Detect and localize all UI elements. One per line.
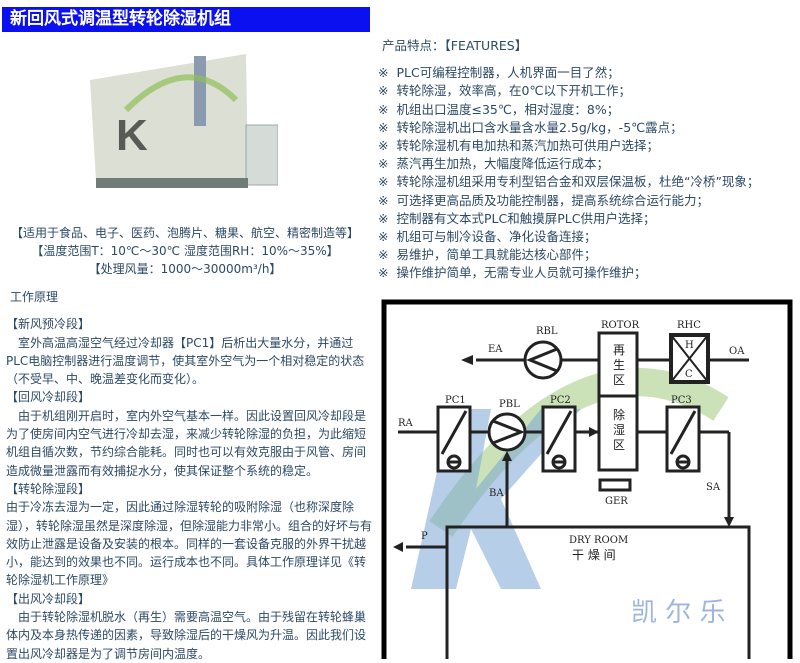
feature-text: 转轮除湿机组采用专利型铝合金和双层保温板，杜绝“冷桥”现象； xyxy=(396,174,760,190)
watermark-text: 凯 尔 乐 xyxy=(631,598,726,628)
application-captions: 【适用于食品、电子、医药、泡腾片、糖果、航空、精密制造等】 【温度范围T：10℃… xyxy=(0,224,370,278)
feature-text: PLC可编程控制器，人机界面一目了然； xyxy=(396,65,620,81)
feature-item: ※ 机组可与制冷设备、净化设备连接； xyxy=(378,228,798,246)
feature-item: ※ 转轮除湿机组采用专利型铝合金和双层保温板，杜绝“冷桥”现象； xyxy=(378,173,798,191)
dry-room xyxy=(445,525,751,663)
rotor xyxy=(597,331,639,472)
section-precool-text: 室外高温高湿空气经过冷却器【PC1】后析出大量水分，并通过PLC电脑控制器进行温… xyxy=(6,335,365,387)
feature-item: ※ 可选择更高品质及功能控制器，提高系统综合运行能力； xyxy=(378,192,798,210)
bullet-icon: ※ xyxy=(378,192,389,208)
section-outlet-text: 由于转轮除湿机脱水（再生）需要高温空气。由于残留在转轮蜂巢体内及本身热传递的因素… xyxy=(6,610,367,661)
section-rotor-title: 【转轮除湿段】 xyxy=(6,481,91,496)
bullet-icon: ※ xyxy=(378,229,389,245)
label-p: P xyxy=(421,531,428,542)
bullet-icon: ※ xyxy=(378,265,389,281)
section-return-title: 【回风冷却段】 xyxy=(6,390,91,405)
feature-text: 转轮除湿，效率高，在0℃以下开机工作； xyxy=(396,83,631,99)
label-pbl: PBL xyxy=(499,399,520,410)
bullet-icon: ※ xyxy=(378,247,389,263)
label-regen-3: 区 xyxy=(613,373,625,387)
label-ea: EA xyxy=(488,344,503,355)
label-regen-2: 生 xyxy=(613,358,625,372)
label-rbl: RBL xyxy=(536,326,558,337)
feature-text: 操作维护简单，无需专业人员就可操作维护； xyxy=(396,265,647,281)
label-dehum-3: 区 xyxy=(613,438,625,452)
label-regen-1: 再 xyxy=(613,343,625,357)
ger-unit xyxy=(598,478,632,492)
caption-ranges: 【温度范围T：10℃～30℃ 湿度范围RH：10%～35%】 xyxy=(31,244,339,258)
feature-item: ※ 操作维护简单，无需专业人员就可操作维护； xyxy=(378,264,798,282)
bullet-icon: ※ xyxy=(378,101,389,117)
section-rotor-text: 由于冷冻去湿为一定，因此通过除湿转轮的吸附除湿（也称深度除湿），转轮除湿虽然是深… xyxy=(6,500,373,588)
watermark-arc xyxy=(429,368,729,537)
label-dehum-2: 湿 xyxy=(613,422,625,437)
feature-text: 机组可与制冷设备、净化设备连接； xyxy=(396,229,597,245)
features-heading: 产品特点：【FEATURES】 xyxy=(382,38,528,53)
product-photo: K xyxy=(86,50,279,206)
label-ba: BA xyxy=(489,488,504,499)
bullet-icon: ※ xyxy=(378,138,389,154)
feature-text: 转轮除湿机出口含水量含水量2.5g/kg，-5℃露点； xyxy=(396,119,683,135)
label-c: C xyxy=(685,369,693,380)
section-precool-title: 【新风预冷段】 xyxy=(6,317,91,332)
feature-item: ※ 蒸汽再生加热，大幅度降低运行成本； xyxy=(378,155,798,173)
label-pc3: PC3 xyxy=(671,395,692,406)
cooling-coil-pc3 xyxy=(665,405,701,473)
bullet-icon: ※ xyxy=(378,65,389,81)
rbl-fan-icon xyxy=(523,340,563,380)
rhc-heater xyxy=(669,333,710,384)
cooling-coil-pc2 xyxy=(541,405,577,473)
caption-airflow: 【处理风量：1000～30000m³/h】 xyxy=(88,262,282,276)
page-title: 新回风式调温型转轮除湿机组 xyxy=(2,7,370,32)
feature-text: 机组出口温度≤35℃，相对湿度：8%； xyxy=(396,101,620,117)
cooling-coil-pc1 xyxy=(436,405,472,473)
feature-text: 控制器有文本式PLC和触摸屏PLC供用户选择； xyxy=(396,210,656,226)
label-h: H xyxy=(685,340,694,351)
feature-item: ※ 易维护，简单工具就能达核心部件； xyxy=(378,246,798,264)
label-ra: RA xyxy=(398,418,414,429)
feature-item: ※ 转轮除湿机有电加热和蒸汽加热可供用户选择； xyxy=(378,137,798,155)
section-outlet-title: 【出风冷却段】 xyxy=(6,591,91,606)
label-dehum-1: 除 xyxy=(613,407,625,422)
pbl-fan-icon xyxy=(487,412,527,452)
label-dry-room-en: DRY ROOM xyxy=(569,535,628,546)
feature-item: ※ 转轮除湿机出口含水量含水量2.5g/kg，-5℃露点； xyxy=(378,119,798,137)
label-dry-room-cn: 干 燥 间 xyxy=(572,548,616,562)
feature-text: 易维护，简单工具就能达核心部件； xyxy=(396,247,597,263)
label-sa: SA xyxy=(706,482,721,493)
feature-text: 蒸汽再生加热，大幅度降低运行成本； xyxy=(396,156,609,172)
feature-item: ※ 控制器有文本式PLC和触摸屏PLC供用户选择； xyxy=(378,210,798,228)
process-diagram: RBL ROTOR RHC EA OA H C 再 生 区 除 湿 区 PC1 … xyxy=(381,299,793,663)
feature-item: ※ 机组出口温度≤35℃，相对湿度：8%； xyxy=(378,101,798,119)
label-ger: GER xyxy=(605,496,628,507)
working-principle: 工作原理 【新风预冷段】 室外高温高湿空气经过冷却器【PC1】后析出大量水分，并… xyxy=(6,288,374,663)
label-pc1: PC1 xyxy=(445,395,466,406)
features-list: 产品特点：【FEATURES】 ※ PLC可编程控制器，人机界面一目了然； ※ 转轮除… xyxy=(378,37,798,283)
svg-text:K: K xyxy=(116,111,148,160)
bullet-icon: ※ xyxy=(378,174,389,190)
principle-heading: 工作原理 xyxy=(10,290,59,304)
bullet-icon: ※ xyxy=(378,119,389,135)
feature-text: 转轮除湿机有电加热和蒸汽加热可供用户选择； xyxy=(396,138,659,154)
bullet-icon: ※ xyxy=(378,210,389,226)
feature-item: ※ 转轮除湿，效率高，在0℃以下开机工作； xyxy=(378,82,798,100)
bullet-icon: ※ xyxy=(378,156,389,172)
feature-item: ※ PLC可编程控制器，人机界面一目了然； xyxy=(378,64,798,82)
label-rotor: ROTOR xyxy=(601,320,640,331)
caption-applications: 【适用于食品、电子、医药、泡腾片、糖果、航空、精密制造等】 xyxy=(10,226,359,240)
label-oa: OA xyxy=(729,346,745,357)
bullet-icon: ※ xyxy=(378,83,389,99)
section-return-text: 由于机组刚开启时，室内外空气基本一样。因此设置回风冷却段是为了使房间内空气进行冷… xyxy=(6,408,367,478)
label-pc2: PC2 xyxy=(550,395,571,406)
feature-text: 可选择更高品质及功能控制器，提高系统综合运行能力； xyxy=(396,192,709,208)
label-rhc: RHC xyxy=(677,320,701,331)
